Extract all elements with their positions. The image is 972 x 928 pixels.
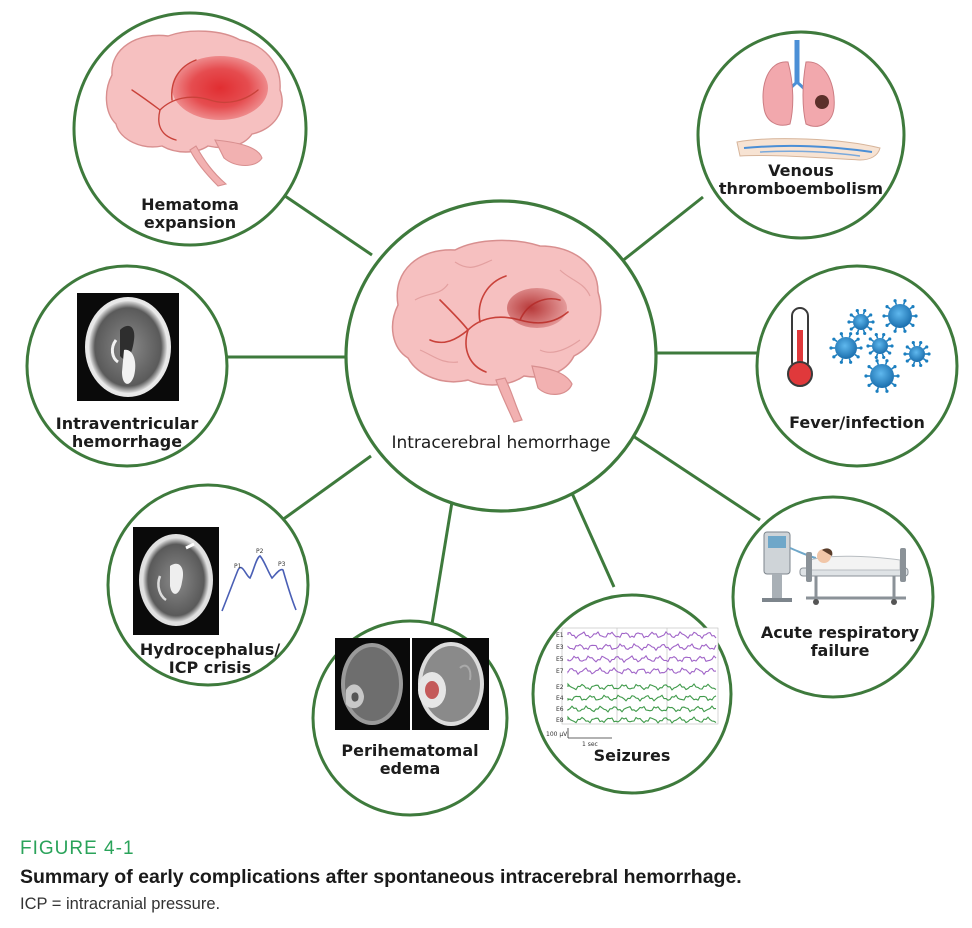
leg-vein-icon — [736, 138, 881, 161]
hydro-label-line2: ICP crisis — [169, 658, 251, 677]
center-node: Intracerebral hemorrhage — [344, 199, 658, 513]
connector-resp — [632, 434, 761, 522]
node-intraventricular-hemorrhage: Intraventricular hemorrhage — [25, 264, 229, 468]
eeg-scale-time: 1 sec — [582, 741, 598, 748]
virus-icon — [903, 340, 931, 368]
center-label: Intracerebral hemorrhage — [391, 433, 610, 453]
hydro-label-line1: Hydrocephalus/ — [140, 640, 281, 659]
eeg-trace-lower — [567, 694, 717, 702]
virus-cluster — [829, 299, 931, 393]
vte-label-line2: thromboembolism — [719, 179, 883, 198]
lungs-leg-clot-icon — [736, 40, 881, 161]
figure-title: Summary of early complications after spo… — [20, 866, 742, 888]
eeg-icon: E1 E3 E5 E7 E2 E4 E6 E8 100 µV 1 sec — [546, 627, 719, 748]
ct-scan-icon — [77, 293, 179, 401]
node-fever-infection: Fever/infection — [755, 264, 959, 468]
eeg-ch-e2: E2 — [556, 684, 564, 691]
eeg-trace-upper — [567, 666, 717, 676]
connector-hematoma — [284, 194, 373, 257]
icp-waveform — [221, 555, 297, 612]
virus-icon — [864, 359, 900, 393]
thermometer-virus-icon — [787, 299, 931, 393]
virus-icon — [866, 332, 894, 360]
figure-note: ICP = intracranial pressure. — [20, 895, 221, 913]
edema-label-line1: Perihematomal — [341, 741, 478, 760]
fever-label: Fever/infection — [789, 413, 925, 432]
virus-icon — [882, 299, 918, 333]
seizures-label: Seizures — [594, 746, 671, 765]
eeg-trace-lower — [567, 682, 717, 691]
virus-icon — [829, 332, 863, 364]
brain-center-icon — [391, 239, 602, 423]
ct-icp-waveform-icon: P1 P2 P3 — [133, 527, 297, 635]
icp-wave-p2: P2 — [256, 548, 264, 555]
hematoma-label-line1: Hematoma — [141, 195, 239, 214]
connector-edema — [429, 501, 454, 631]
eeg-ch-e8: E8 — [556, 717, 564, 724]
figure-label: FIGURE 4-1 — [20, 838, 135, 859]
hematoma-label-line2: expansion — [144, 213, 236, 232]
connector-vte — [620, 195, 704, 264]
eeg-ch-e1: E1 — [556, 632, 564, 639]
ventilator-bed-icon — [762, 531, 909, 605]
eeg-ch-e6: E6 — [556, 706, 564, 713]
eeg-ch-e3: E3 — [556, 644, 564, 651]
icp-wave-p1: P1 — [234, 563, 242, 570]
eeg-ch-e4: E4 — [556, 695, 564, 702]
node-acute-respiratory-failure: Acute respiratory failure — [731, 495, 935, 699]
ivh-label-line1: Intraventricular — [56, 414, 199, 433]
node-hydrocephalus-icp: P1 P2 P3 Hydrocephalus/ ICP crisis — [106, 483, 310, 687]
resp-label-line2: failure — [811, 641, 870, 660]
virus-icon — [847, 308, 875, 336]
connector-seizures — [569, 490, 616, 588]
eeg-trace-upper — [567, 630, 717, 640]
connector-hydro — [277, 454, 372, 525]
vte-label-line1: Venous — [768, 161, 834, 180]
mri-pair-icon — [335, 638, 489, 730]
eeg-trace-upper — [567, 643, 717, 652]
eeg-trace-lower — [567, 705, 717, 713]
brain-hematoma-icon — [105, 30, 283, 187]
resp-label-line1: Acute respiratory — [761, 623, 920, 642]
edema-label-line2: edema — [380, 759, 441, 778]
eeg-ch-e5: E5 — [556, 656, 564, 663]
node-seizures: E1 E3 E5 E7 E2 E4 E6 E8 100 µV 1 sec Sei… — [531, 593, 733, 795]
node-venous-thromboembolism: Venous thromboembolism — [696, 30, 906, 240]
thermometer-icon — [787, 307, 813, 387]
eeg-trace-lower — [567, 715, 717, 724]
connectors — [226, 194, 761, 631]
figure-caption: FIGURE 4-1 Summary of early complication… — [20, 838, 960, 914]
node-hematoma-expansion: Hematoma expansion — [72, 11, 308, 247]
icp-wave-p3: P3 — [278, 561, 286, 568]
eeg-scale-amplitude: 100 µV — [546, 731, 568, 738]
ivh-label-line2: hemorrhage — [72, 432, 182, 451]
node-perihematomal-edema: Perihematomal edema — [311, 619, 509, 817]
complications-diagram: Intracerebral hemorrhage Hematoma expans… — [25, 11, 959, 817]
eeg-trace-upper — [567, 654, 717, 664]
eeg-ch-e7: E7 — [556, 668, 564, 675]
